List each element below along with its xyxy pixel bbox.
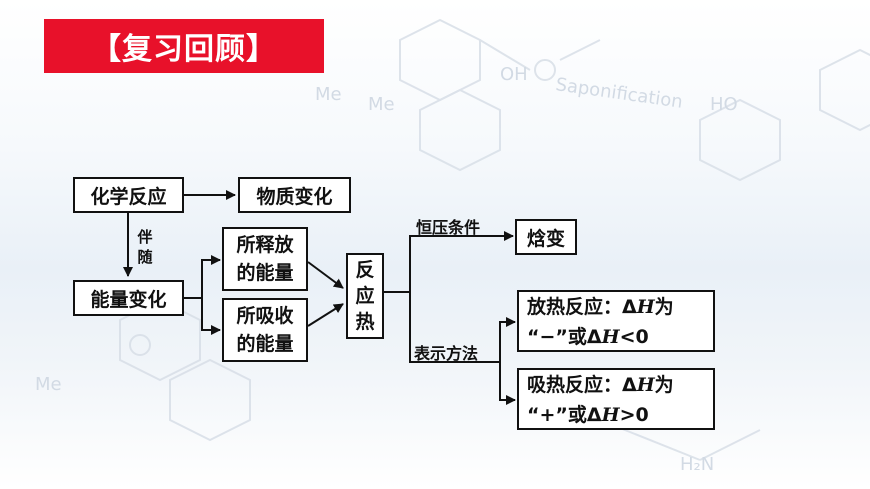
node-reaction-heat-1: 反 <box>355 259 375 281</box>
node-endothermic: 吸热反应：ΔH为 “+”或ΔH>0 <box>517 368 715 430</box>
node-reaction-heat-3: 热 <box>355 311 375 333</box>
node-exothermic-line2-symbol: H <box>601 326 620 348</box>
arrow-to-endothermic <box>499 362 516 405</box>
node-reaction-heat-2: 应 <box>355 285 375 307</box>
node-exothermic-line1-symbol: H <box>636 296 655 318</box>
node-absorbed-energy: 所吸收 的能量 <box>222 298 308 362</box>
arrow-to-released <box>201 255 221 298</box>
label-constant-pressure: 恒压条件 <box>416 218 481 237</box>
node-reaction-heat: 反 应 热 <box>346 253 384 339</box>
label-representation: 表示方法 <box>414 344 479 363</box>
line-to-representation <box>409 292 500 363</box>
node-chemical-reaction: 化学反应 <box>73 177 184 213</box>
node-enthalpy-change-label: 焓变 <box>526 227 565 250</box>
node-material-change: 物质变化 <box>238 177 351 213</box>
label-accompany-1: 伴 <box>137 228 153 246</box>
node-endothermic-line1-symbol: H <box>636 374 655 396</box>
node-exothermic-line2-text: “−”或Δ <box>527 326 602 348</box>
node-absorbed-energy-line2: 的能量 <box>236 333 294 355</box>
node-energy-change: 能量变化 <box>73 280 184 316</box>
node-exothermic: 放热反应：ΔH为 “−”或ΔH<0 <box>517 290 715 352</box>
node-exothermic-line1: 放热反应：ΔH为 <box>527 292 674 322</box>
node-endothermic-line2-end: >0 <box>619 404 649 426</box>
node-released-energy-line2: 的能量 <box>236 262 294 284</box>
node-material-change-label: 物质变化 <box>256 185 333 208</box>
node-endothermic-line2: “+”或ΔH>0 <box>527 400 649 430</box>
node-endothermic-line1: 吸热反应：ΔH为 <box>527 370 674 400</box>
arrow-released-to-heat <box>307 261 344 289</box>
node-exothermic-line2: “−”或ΔH<0 <box>527 322 649 352</box>
review-title-banner: 【复习回顾】 <box>44 19 324 73</box>
node-absorbed-energy-line1: 所吸收 <box>236 305 294 327</box>
node-released-energy-line1: 所释放 <box>236 234 294 256</box>
arrow-to-enthalpy <box>409 231 514 292</box>
label-accompany-2: 随 <box>137 248 153 266</box>
node-chemical-reaction-label: 化学反应 <box>90 185 167 208</box>
node-released-energy: 所释放 的能量 <box>222 227 308 291</box>
node-endothermic-line2-symbol: H <box>601 404 620 426</box>
node-endothermic-line1-text: 吸热反应：Δ <box>527 374 637 396</box>
label-accompany: 伴 随 <box>136 227 154 267</box>
node-energy-change-label: 能量变化 <box>90 288 167 311</box>
node-endothermic-line2-text: “+”或Δ <box>527 404 602 426</box>
arrow-to-exothermic <box>499 317 516 362</box>
node-exothermic-line1-text: 放热反应：Δ <box>527 296 637 318</box>
node-enthalpy-change: 焓变 <box>515 219 577 255</box>
node-exothermic-line2-end: <0 <box>619 326 649 348</box>
node-endothermic-line1-end: 为 <box>654 374 674 396</box>
arrow-to-absorbed <box>201 298 221 335</box>
node-exothermic-line1-end: 为 <box>654 296 674 318</box>
arrow-absorbed-to-heat <box>307 303 344 327</box>
